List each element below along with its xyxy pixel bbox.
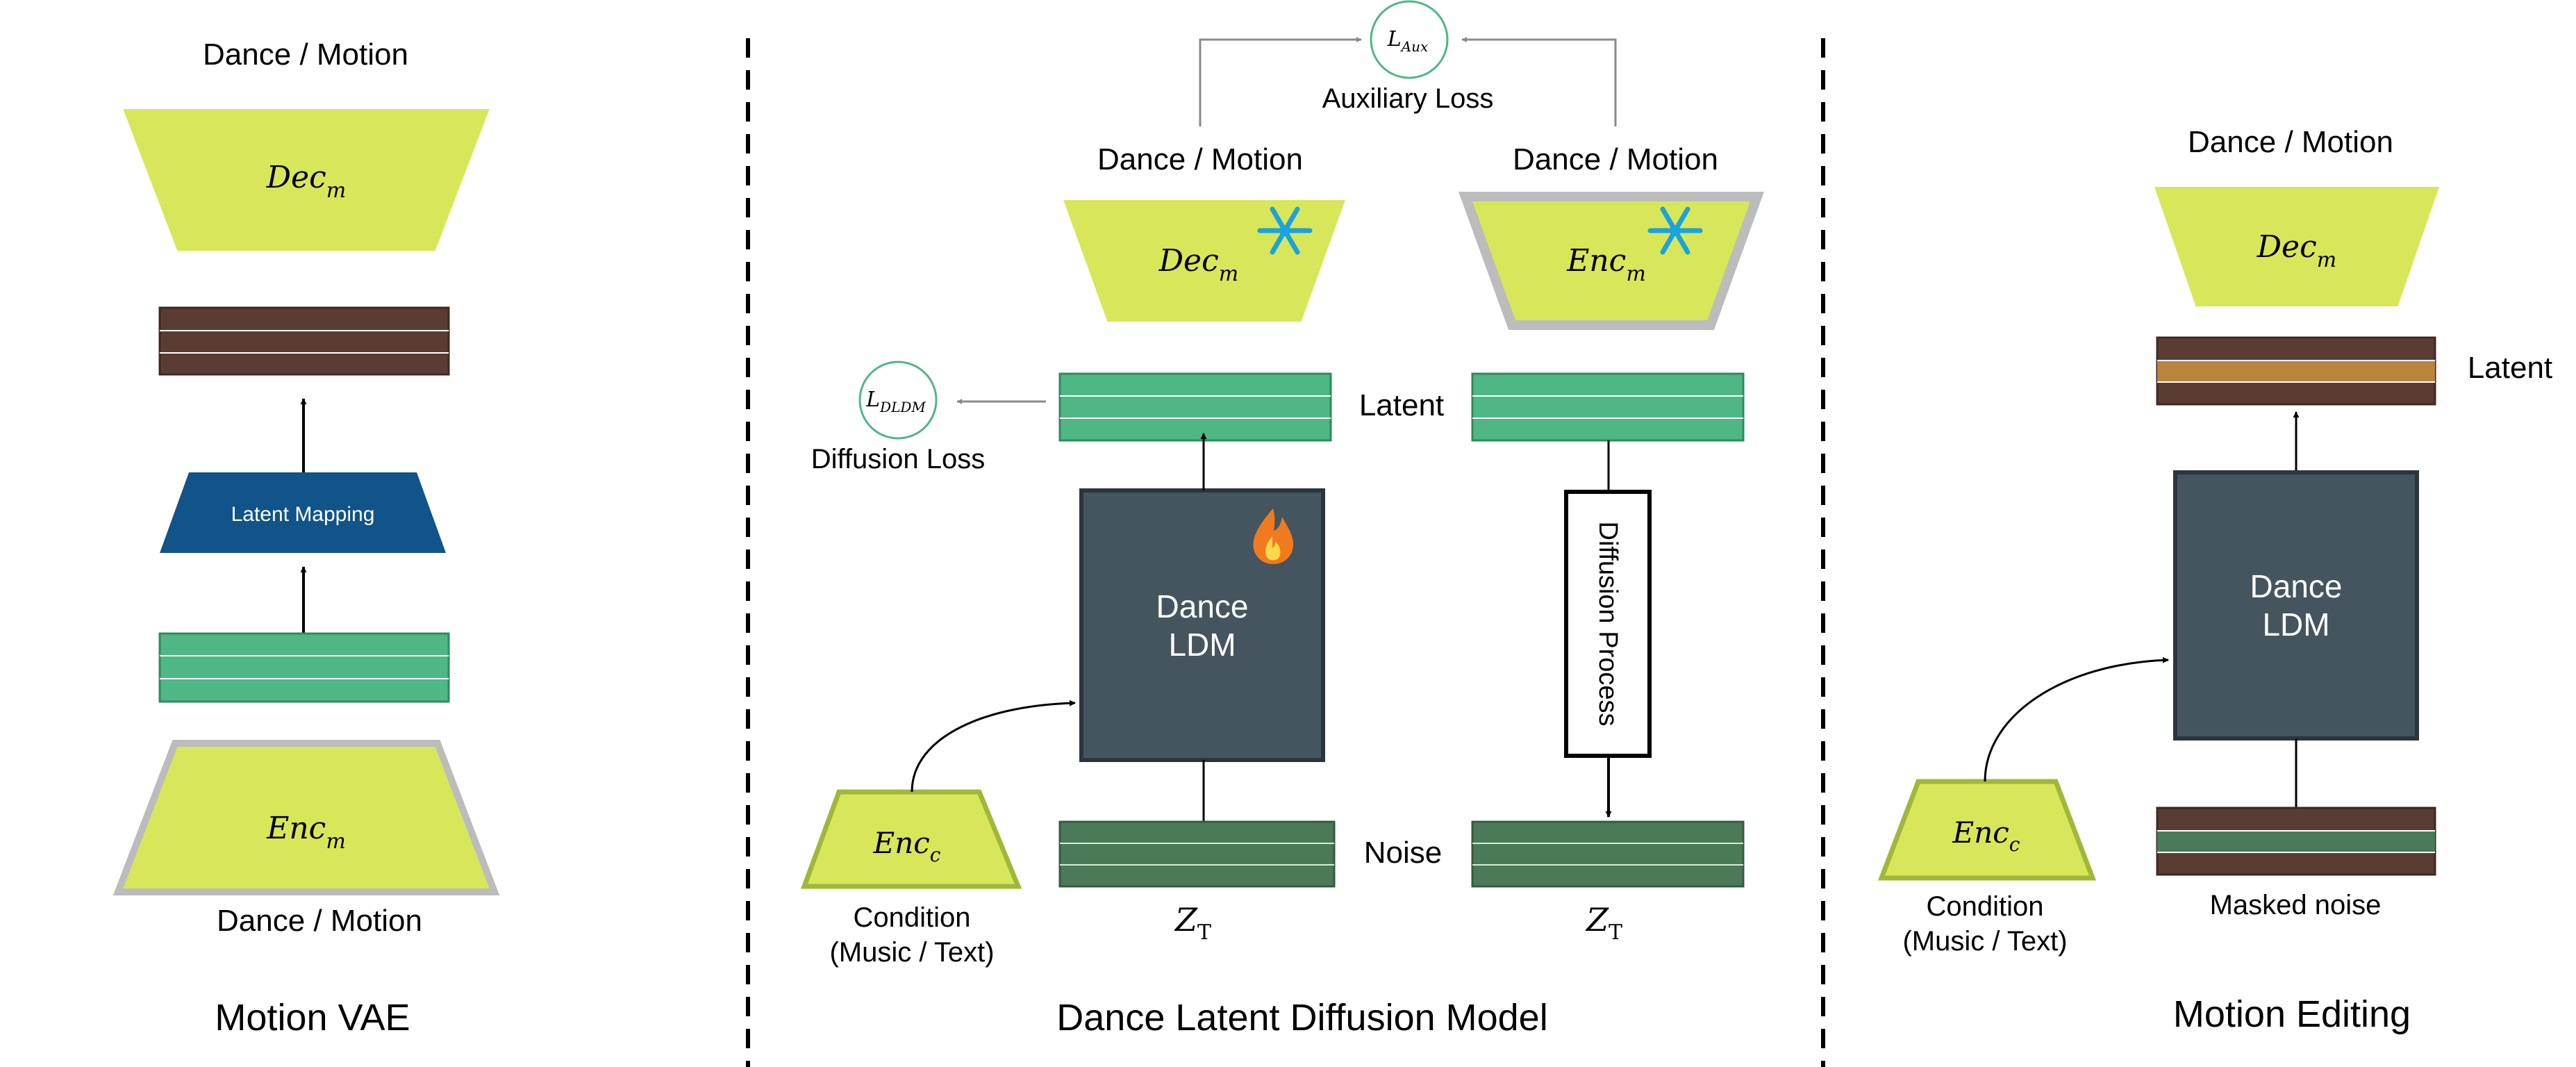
editing-title: Motion Editing <box>2173 993 2411 1035</box>
editing-latent-bar <box>2156 336 2436 406</box>
ldm-condition-line2: (Music / Text) <box>829 937 994 968</box>
snowflake-icon <box>1257 206 1313 255</box>
editing-condition-encoder-label: Encc <box>1952 816 2020 856</box>
ldm-latent-right <box>1471 372 1745 442</box>
editing-ldm-line2: LDM <box>2262 606 2329 643</box>
aux-arrow-right <box>1461 37 1617 126</box>
ldm-latent-left <box>1058 372 1332 442</box>
ldm-left-top-label: Dance / Motion <box>1097 142 1303 176</box>
vae-section: Dance / Motion Decm Latent Mapping Encm … <box>113 38 500 1039</box>
editing-condition-arrow <box>1984 656 2169 782</box>
diffusion-process-block <box>1564 490 1652 758</box>
editing-decoder-block <box>2144 180 2450 313</box>
vae-decoder-label: Decm <box>266 160 346 203</box>
aux-loss-caption: Auxiliary Loss <box>1322 83 1494 114</box>
editing-condition-line1: Condition <box>1926 891 2043 922</box>
vae-bottom-label: Dance / Motion <box>217 904 422 938</box>
ldm-condition-encoder <box>800 789 1022 889</box>
ldm-right-top-label: Dance / Motion <box>1513 142 1718 176</box>
diffusion-process-label: Diffusion Process <box>1593 522 1622 727</box>
ldm-noise-left <box>1058 820 1336 888</box>
diffusion-loss-symbol: LDLDM <box>865 388 926 415</box>
ldm-decoder-label: Decm <box>1158 243 1238 286</box>
ldm-latent-label: Latent <box>1359 388 1444 422</box>
diffusion-loss-caption: Diffusion Loss <box>811 444 986 474</box>
ldm-encoder-label: Encm <box>1566 243 1646 286</box>
dance-ldm-line1: Dance <box>1156 588 1249 625</box>
ldm-condition-arrow <box>911 700 1076 793</box>
ldm-noise-label: Noise <box>1364 836 1443 870</box>
zt-right-label: ZT <box>1585 901 1622 945</box>
vae-top-label: Dance / Motion <box>203 38 408 72</box>
editing-condition-encoder <box>1877 779 2097 881</box>
zt-left-label: ZT <box>1174 901 1211 945</box>
ldm-condition-encoder-label: Encc <box>873 826 941 866</box>
dance-ldm-line2: LDM <box>1168 627 1236 663</box>
fire-icon <box>1253 508 1293 564</box>
vae-encoder-label: Encm <box>266 811 346 854</box>
editing-ldm-line1: Dance <box>2250 568 2343 604</box>
vae-output-latent <box>158 306 450 376</box>
latent-mapping-label: Latent Mapping <box>231 503 375 526</box>
editing-masked-noise-bar <box>2156 807 2436 876</box>
vae-input-latent <box>158 632 450 703</box>
latent-mapping-block <box>160 472 446 553</box>
ldm-section: LAux Auxiliary Loss Dance / Motion Dance… <box>800 0 1764 1039</box>
ldm-noise-right <box>1471 820 1745 888</box>
masked-noise-label: Masked noise <box>2210 890 2382 920</box>
editing-section: Dance / Motion Decm Latent Dance LDM Mas… <box>1877 125 2552 1035</box>
diffusion-loss-circle <box>858 361 938 440</box>
vae-encoder-block <box>113 740 500 895</box>
editing-ldm-block <box>2173 470 2419 741</box>
editing-condition-line2: (Music / Text) <box>1902 926 2067 957</box>
editing-top-label: Dance / Motion <box>2188 125 2393 159</box>
vae-title: Motion VAE <box>215 997 410 1039</box>
vae-decoder-block <box>113 102 500 258</box>
snowflake-icon <box>1647 206 1703 255</box>
aux-loss-symbol: LAux <box>1387 27 1429 55</box>
ldm-title: Dance Latent Diffusion Model <box>1056 997 1547 1039</box>
editing-decoder-label: Decm <box>2257 229 2336 272</box>
aux-loss-circle <box>1370 0 1449 79</box>
aux-arrow-left <box>1199 37 1362 126</box>
ldm-condition-line1: Condition <box>853 902 970 933</box>
editing-latent-label: Latent <box>2468 351 2552 385</box>
